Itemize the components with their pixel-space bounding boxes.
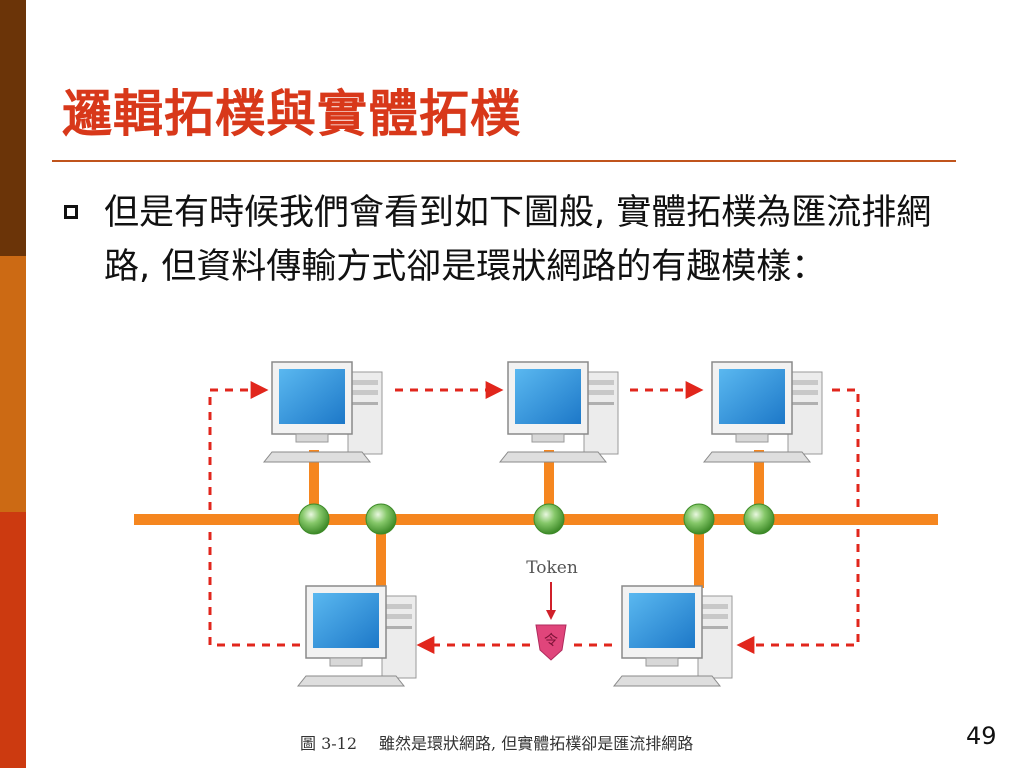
computer-top-center (499, 361, 619, 463)
caption-text: 雖然是環狀網路, 但實體拓樸卻是匯流排網路 (379, 734, 694, 753)
computer-top-left (263, 361, 383, 463)
bus-connector-nodes (298, 503, 775, 535)
token-glyph: 令 (544, 633, 558, 649)
token-label: Token (526, 558, 578, 578)
caption-number: 圖 3-12 (300, 734, 358, 753)
page-number: 49 (966, 722, 997, 750)
sidebar-accent-middle (0, 256, 26, 512)
bullet-text: 但是有時候我們會看到如下圖般, 實體拓樸為匯流排網路, 但資料傳輸方式卻是環狀網… (104, 193, 932, 287)
bus-ring-diagram: Token 令 (134, 361, 938, 687)
computer-bottom-left (297, 585, 417, 687)
title-underline (52, 160, 956, 162)
sidebar-accent-top (0, 0, 26, 256)
square-bullet-icon (64, 205, 78, 219)
token-marker-icon (535, 624, 567, 661)
computer-top-right (703, 361, 823, 463)
figure-caption: 圖 3-12 雖然是環狀網路, 但實體拓樸卻是匯流排網路 (300, 730, 693, 754)
sidebar-accent-bottom (0, 512, 26, 768)
computer-bottom-right (613, 585, 733, 687)
slide-title: 邏輯拓樸與實體拓樸 (62, 84, 521, 143)
bus-drop-lines (309, 450, 764, 588)
